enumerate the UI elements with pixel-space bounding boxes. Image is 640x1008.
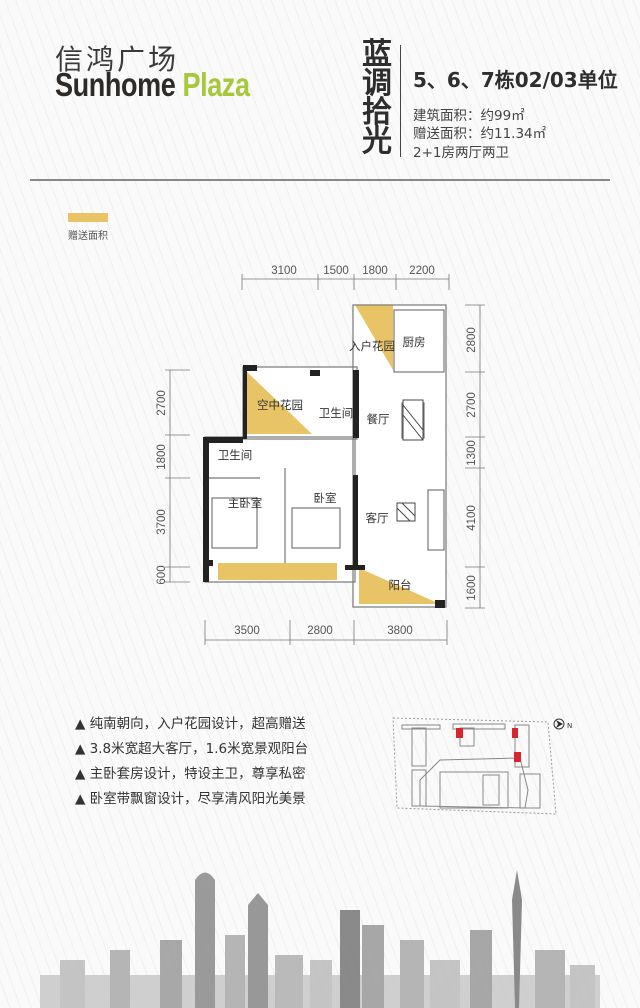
vertical-divider [400, 45, 401, 157]
dimension-lines [165, 274, 485, 645]
dim-bottom: 2800 [307, 625, 333, 637]
dim-bottom: 3500 [234, 625, 260, 637]
north-label: N [567, 722, 572, 730]
brand-accent: Plaza [182, 66, 251, 103]
dim-right: 2700 [466, 392, 478, 418]
room-master-bedroom: 主卧室 [228, 496, 263, 510]
room-dining: 餐厅 [367, 412, 390, 426]
room-bath: 卫生间 [319, 406, 354, 420]
room-master-bath: 卫生间 [218, 448, 253, 462]
dining-table-icon [402, 399, 424, 441]
dim-right: 1600 [466, 575, 478, 601]
layout-type: 2+1房两厅两卫 [413, 145, 509, 161]
brand-main: Sunhome [55, 66, 176, 103]
slogan-char: 蓝 [362, 37, 392, 72]
dim-bottom: 3800 [387, 625, 413, 637]
city-skyline [40, 870, 600, 1008]
bonus-sky-garden [247, 372, 312, 434]
bonus-balcony [359, 568, 440, 604]
feature-item: ▲ 3.8米宽超大客厅，1.6米宽景观阳台 [75, 741, 309, 757]
unit-title: 5、6、7栋02/03单位 [413, 68, 618, 92]
room-living: 客厅 [366, 511, 389, 525]
dim-right: 1300 [466, 440, 478, 466]
brand-english: Sunhome Plaza [55, 66, 250, 104]
bonus-entry-garden [355, 305, 393, 370]
compass-icon [553, 718, 565, 730]
slogan-char: 拾 [362, 95, 392, 130]
dim-top: 1500 [323, 265, 349, 277]
site-highlight [456, 728, 521, 762]
floor-area [205, 305, 446, 607]
room-kitchen: 厨房 [403, 335, 426, 349]
building-area: 建筑面积：约99㎡ [413, 108, 525, 124]
dim-top: 1800 [362, 265, 388, 277]
coffee-table-icon [396, 502, 416, 522]
dim-left: 2700 [156, 390, 168, 416]
slogan-vertical: 蓝 调 拾 光 [362, 37, 396, 159]
room-bedroom: 卧室 [314, 491, 337, 505]
room-balcony: 阳台 [389, 578, 412, 592]
legend-swatch [68, 213, 108, 222]
feature-item: ▲ 卧室带飘窗设计，尽享清风阳光美景 [75, 791, 306, 807]
dim-top: 2200 [409, 265, 435, 277]
slogan-char: 调 [362, 66, 392, 101]
dim-left: 600 [156, 565, 168, 584]
room-entry-garden: 入户花园 [349, 339, 395, 353]
feature-item: ▲ 主卧套房设计，特设主卫，尊享私密 [75, 766, 306, 782]
dim-left: 1800 [156, 444, 168, 470]
brand-chinese: 信鸿广场 [55, 43, 180, 76]
feature-item: ▲ 纯南朝向，入户花园设计，超高赠送 [75, 716, 306, 732]
dim-right: 2800 [466, 327, 478, 353]
header-divider [30, 179, 610, 181]
bonus-area: 赠送面积：约11.34㎡ [413, 126, 547, 142]
room-sky-garden: 空中花园 [257, 398, 303, 412]
dim-right: 4100 [466, 505, 478, 531]
bonus-bay-window [218, 563, 337, 580]
dim-top: 3100 [271, 265, 297, 277]
dim-left: 3700 [156, 509, 168, 535]
slogan-char: 光 [362, 124, 392, 159]
legend-label: 赠送面积 [68, 231, 108, 242]
thick-walls [203, 365, 445, 608]
site-map: N [392, 717, 572, 815]
